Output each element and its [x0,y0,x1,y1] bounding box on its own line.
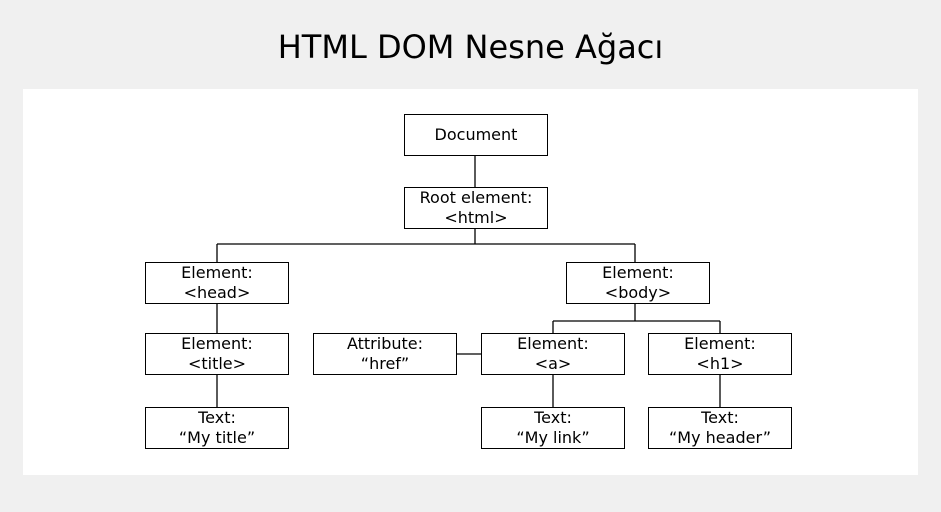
node-head: Element: <head> [145,262,289,304]
node-text-title-line1: Text: [198,408,236,427]
node-text-link-line1: Text: [534,408,572,427]
node-text-title-line2: “My title” [178,428,256,447]
node-document-label: Document [434,125,518,144]
node-html-line2: <html> [444,208,508,227]
node-h1-line2: <h1> [696,354,744,373]
connector-lines [216,156,721,407]
node-head-line2: <head> [183,283,251,302]
node-attribute: Attribute: “href” [313,333,457,375]
node-text-link-line2: “My link” [516,428,590,447]
node-body: Element: <body> [566,262,710,304]
node-a-line1: Element: [517,334,589,353]
node-body-line2: <body> [604,283,672,302]
node-text-header-line1: Text: [701,408,739,427]
node-body-line1: Element: [602,263,674,282]
node-a: Element: <a> [481,333,625,375]
node-html-line1: Root element: [419,188,533,207]
node-attribute-line1: Attribute: [346,334,424,353]
node-title-line1: Element: [181,334,253,353]
node-a-line2: <a> [534,354,572,373]
node-title: Element: <title> [145,333,289,375]
node-text-title: Text: “My title” [145,407,289,449]
node-html: Root element: <html> [404,187,548,229]
node-h1-line1: Element: [684,334,756,353]
node-document: Document [404,114,548,156]
node-h1: Element: <h1> [648,333,792,375]
page-title: HTML DOM Nesne Ağacı [277,28,664,66]
node-text-header-line2: “My header” [669,428,771,447]
node-head-line1: Element: [181,263,253,282]
node-title-line2: <title> [187,354,247,373]
node-attribute-line2: “href” [360,354,410,373]
node-text-header: Text: “My header” [648,407,792,449]
dom-tree-diagram: Document Root element: <html> Element: <… [23,89,918,475]
node-text-link: Text: “My link” [481,407,625,449]
